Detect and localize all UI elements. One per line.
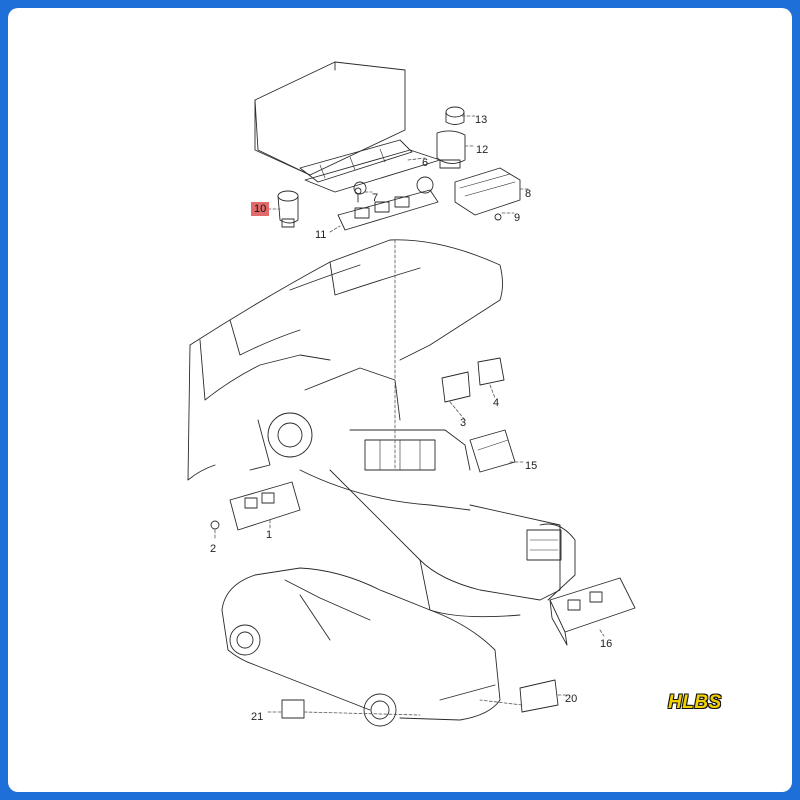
button-strip	[304, 149, 441, 195]
callout-20: 20	[565, 693, 578, 705]
rotary-knob-part	[277, 190, 299, 228]
callout-8: 8	[525, 188, 532, 200]
switch-block	[454, 167, 521, 221]
callout-4: 4	[493, 397, 500, 409]
callout-6: 6	[422, 157, 429, 169]
callout-21: 21	[251, 711, 264, 723]
rear-switches	[281, 679, 559, 719]
callout-16: 16	[600, 638, 613, 650]
dashboard-cockpit	[187, 239, 503, 511]
callout-15: 15	[525, 460, 538, 472]
callout-13: 13	[475, 114, 488, 126]
callout-3: 3	[460, 417, 467, 429]
callout-11: 11	[315, 229, 327, 241]
display-unit	[254, 61, 413, 183]
climate-control-panel	[549, 577, 636, 646]
small-switches	[441, 357, 505, 403]
switch-panel	[337, 189, 439, 231]
watermark-logo: HLBS	[668, 692, 722, 713]
callout-10: 10	[251, 202, 270, 216]
parts-diagram-panel: 1 2 3 4 6 7 8 9 10 11 12 13 15 16 20 21 …	[8, 8, 792, 792]
seat-switch-module	[469, 429, 516, 473]
screw-parts	[354, 187, 362, 203]
gear-selector-knob	[436, 106, 466, 169]
center-console	[329, 469, 576, 618]
car-silhouette	[221, 567, 501, 727]
callout-9: 9	[514, 212, 521, 224]
callout-12: 12	[476, 144, 489, 156]
callout-2: 2	[210, 543, 217, 555]
callout-7: 7	[372, 192, 379, 204]
exploded-view-drawing	[187, 61, 636, 727]
light-switch-panel	[210, 481, 301, 531]
callout-1: 1	[266, 529, 273, 541]
leader-lines	[214, 115, 605, 716]
